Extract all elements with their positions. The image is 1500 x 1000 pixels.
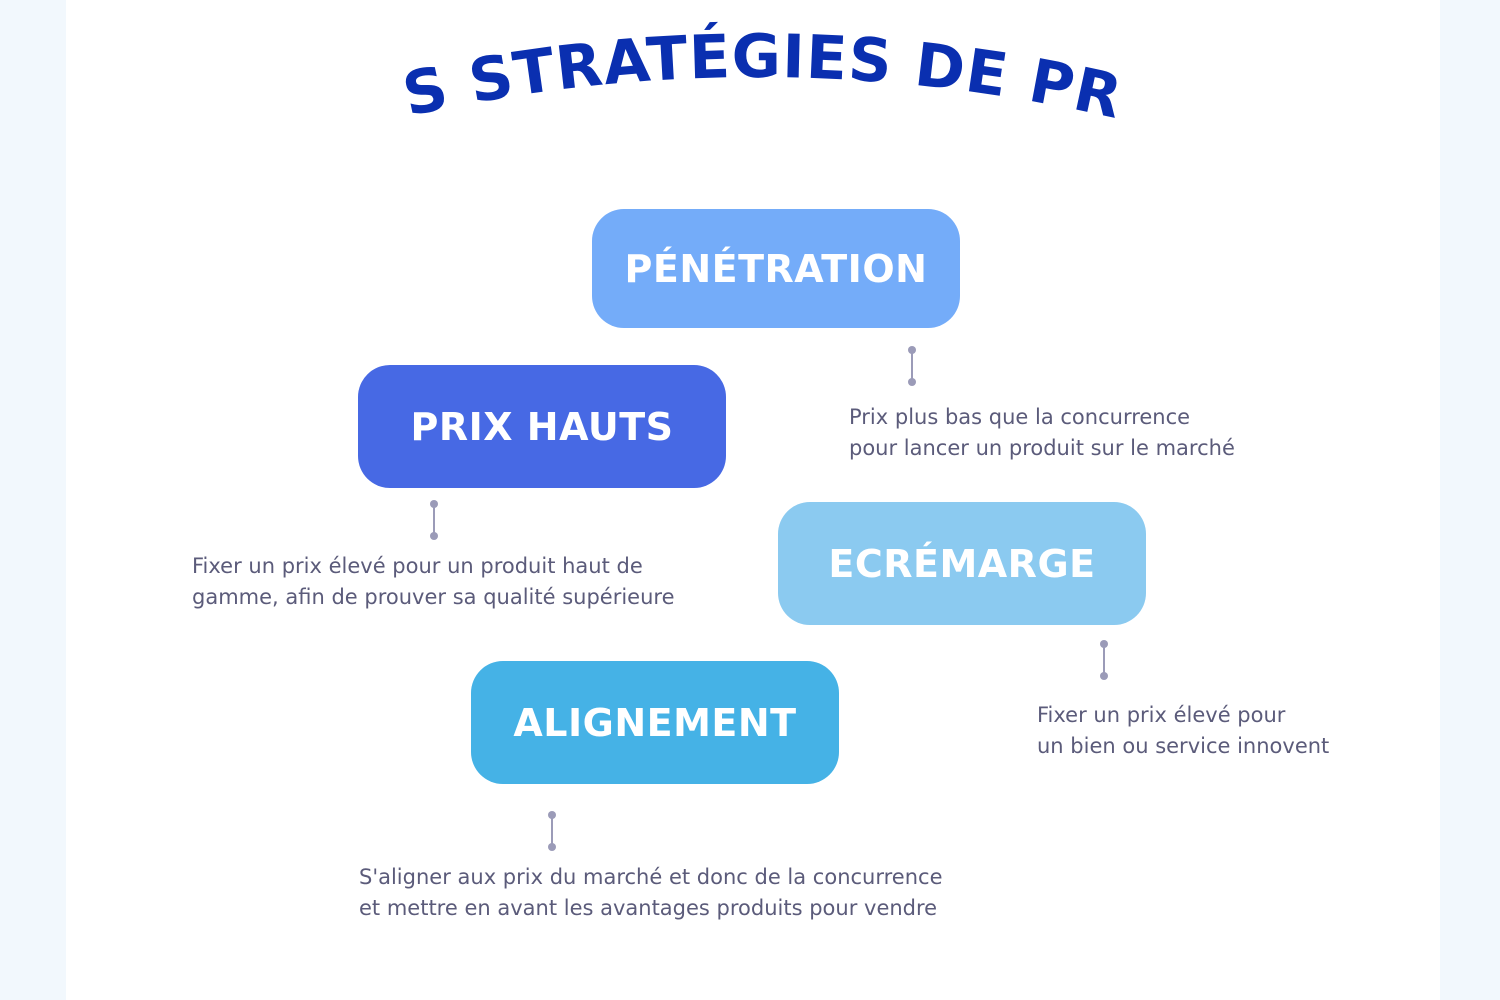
page-background xyxy=(66,0,1440,1000)
title-banner: LES STRATÉGIES DE PRIX xyxy=(0,0,1500,160)
strategy-box-ecremarge: ECRÉMARGE xyxy=(778,502,1146,625)
strategy-label-alignement: ALIGNEMENT xyxy=(513,700,797,745)
page-title: LES STRATÉGIES DE PRIX xyxy=(0,0,1129,133)
description-line: Fixer un prix élevé pour un produit haut… xyxy=(192,554,643,578)
description-line: un bien ou service innovent xyxy=(1037,734,1330,758)
connector-alignement xyxy=(548,811,556,851)
description-line: Prix plus bas que la concurrence xyxy=(849,405,1191,429)
connector-line xyxy=(551,815,553,847)
strategy-label-prix-hauts: PRIX HAUTS xyxy=(410,404,674,449)
connector-line xyxy=(1103,644,1105,676)
connector-ecremarge xyxy=(1100,640,1108,680)
strategy-label-ecremarge: ECRÉMARGE xyxy=(828,541,1096,586)
description-line: Fixer un prix élevé pour xyxy=(1037,703,1286,727)
connector-line xyxy=(433,504,435,536)
description-line: S'aligner aux prix du marché et donc de … xyxy=(359,865,943,889)
strategy-description-ecremarge: Fixer un prix élevé pour un bien ou serv… xyxy=(1037,700,1329,762)
strategy-description-alignement: S'aligner aux prix du marché et donc de … xyxy=(359,862,943,924)
page-title-text: LES STRATÉGIES DE PRIX xyxy=(0,0,1128,133)
connector-dot-bottom xyxy=(430,532,438,540)
description-line: gamme, afin de prouver sa qualité supéri… xyxy=(192,585,675,609)
connector-dot-bottom xyxy=(908,378,916,386)
connector-dot-bottom xyxy=(548,843,556,851)
strategy-box-alignement: ALIGNEMENT xyxy=(471,661,839,784)
strategy-label-penetration: PÉNÉTRATION xyxy=(624,246,928,291)
strategy-box-prix-hauts: PRIX HAUTS xyxy=(358,365,726,488)
strategy-description-penetration: Prix plus bas que la concurrence pour la… xyxy=(849,402,1235,464)
title-arc: LES STRATÉGIES DE PRIX xyxy=(0,0,1129,133)
connector-penetration xyxy=(908,346,916,386)
connector-line xyxy=(911,350,913,382)
strategy-box-penetration: PÉNÉTRATION xyxy=(592,209,960,328)
connector-prix-hauts xyxy=(430,500,438,540)
description-line: pour lancer un produit sur le marché xyxy=(849,436,1235,460)
connector-dot-bottom xyxy=(1100,672,1108,680)
description-line: et mettre en avant les avantages produit… xyxy=(359,896,938,920)
strategy-description-prix-hauts: Fixer un prix élevé pour un produit haut… xyxy=(192,551,675,613)
